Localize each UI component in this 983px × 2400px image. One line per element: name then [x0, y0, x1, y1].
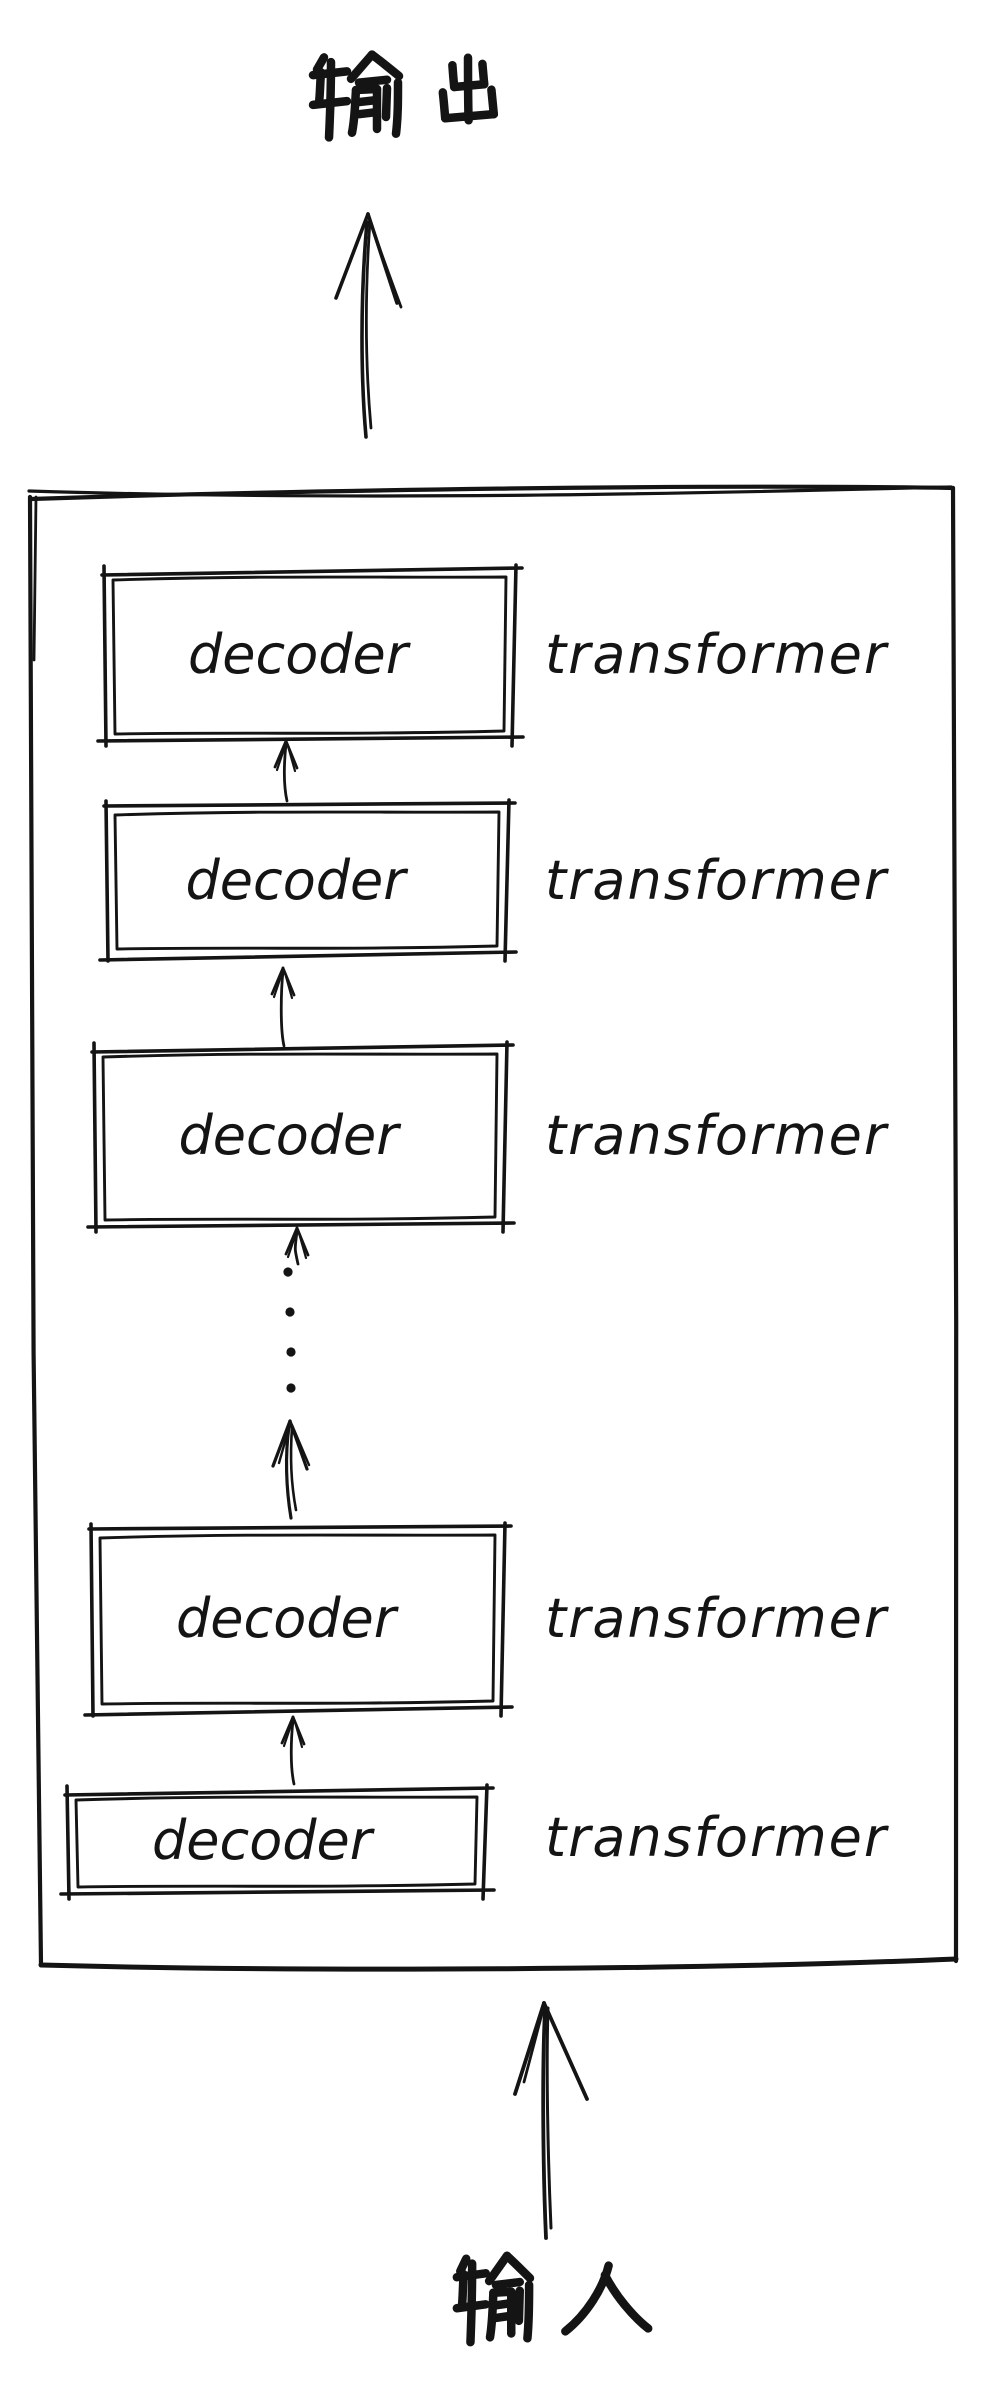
decoder-box-2-label: decoder: [185, 849, 406, 912]
decoder-box-4: [83, 1521, 514, 1718]
outer-container-box: [27, 484, 959, 1972]
input-glyph-shu: [457, 2256, 530, 2342]
input-arrow: [513, 2001, 589, 2240]
ellipsis-dots: [283, 1267, 296, 1393]
flow-arrow-3: [284, 1226, 310, 1266]
decoder-box-3-label: decoder: [178, 1104, 399, 1167]
decoder-box-1-label: decoder: [188, 623, 408, 686]
decoder-box-2: [98, 798, 518, 963]
decoder-box-4-label: decoder: [176, 1587, 396, 1650]
flow-arrow-1: [273, 739, 299, 803]
transformer-label-5: transformer: [545, 1806, 889, 1869]
decoder-box-5-label: decoder: [152, 1809, 372, 1872]
decoder-box-3: [86, 1040, 516, 1234]
input-label: 输入: [450, 2245, 660, 2345]
input-glyph-ru: [565, 2266, 648, 2332]
flow-arrow-2: [270, 966, 296, 1048]
decoder-box-1: [96, 563, 525, 748]
ellipsis-arrow: [271, 1419, 311, 1520]
flow-arrow-4: [280, 1715, 306, 1786]
transformer-label-3: transformer: [545, 1104, 889, 1167]
output-arrow: [334, 212, 403, 439]
transformer-label-1: transformer: [545, 623, 889, 686]
transformer-label-2: transformer: [545, 849, 889, 912]
transformer-label-4: transformer: [545, 1587, 889, 1650]
output-glyph-shu: [313, 55, 399, 138]
output-glyph-chu: [443, 58, 494, 121]
decoder-box-5: [59, 1783, 496, 1901]
output-label: 输出: [305, 40, 515, 140]
